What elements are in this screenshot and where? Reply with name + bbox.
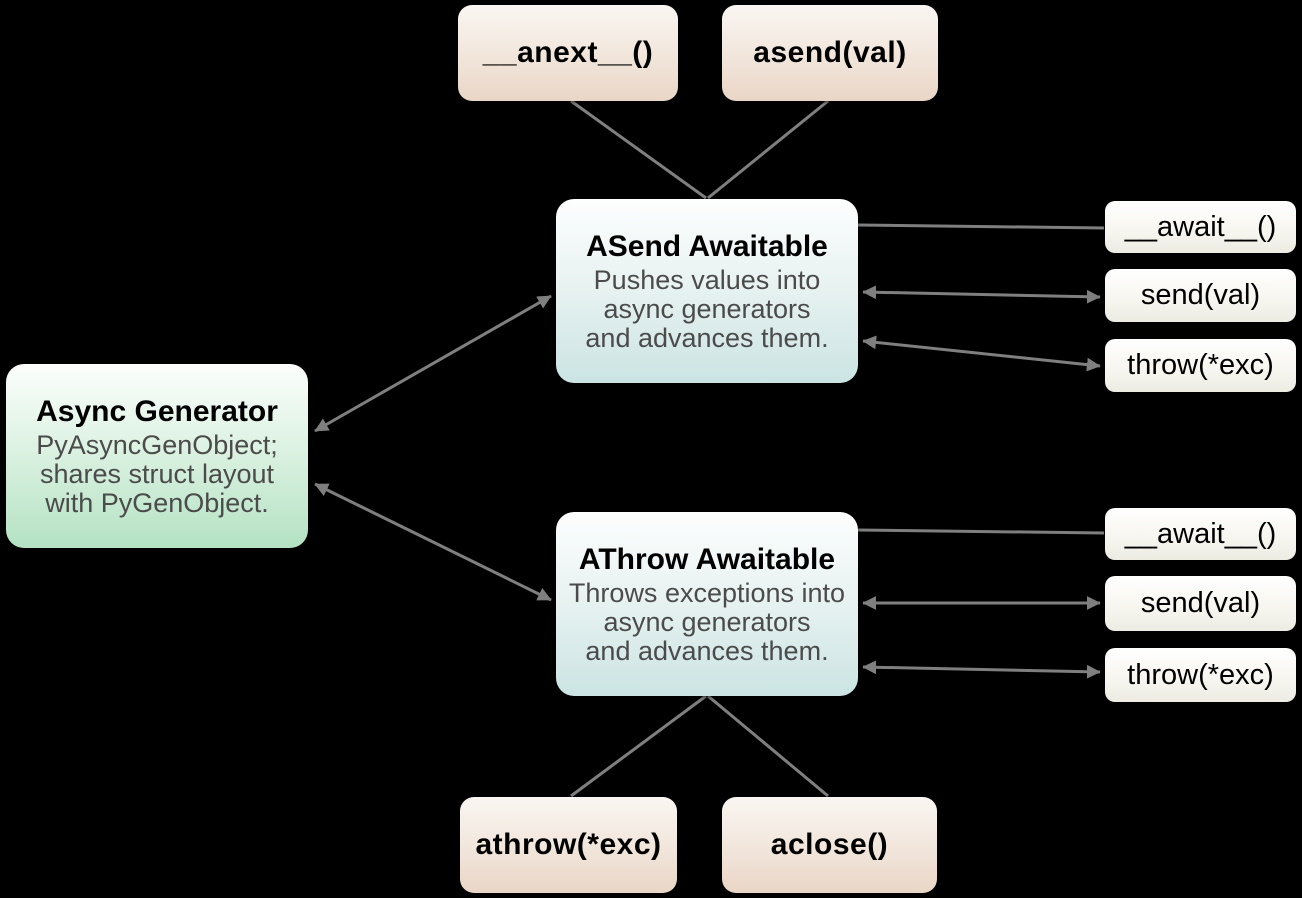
node-asend-send-method: send(val) xyxy=(1105,269,1296,322)
node-anext-method: __anext__() xyxy=(458,5,678,101)
asend-awaitable-desc-line2: async generators xyxy=(603,293,811,324)
athrow-awaitable-title: AThrow Awaitable xyxy=(578,542,836,576)
athrow-awaitable-desc-line3: and advances them. xyxy=(585,635,829,666)
asend-send-label: send(val) xyxy=(1140,279,1261,311)
athrow-awaitable-desc-line1: Throws exceptions into xyxy=(568,577,846,608)
asend-awaitable-desc-line1: Pushes values into xyxy=(593,264,821,295)
connector-asendval-to-asend-awaitable xyxy=(707,99,829,200)
connector-asyncgen-athrow-awaitable xyxy=(314,482,552,602)
node-async-generator: Async Generator PyAsyncGenObject; shares… xyxy=(6,364,308,548)
aclose-method-label: aclose() xyxy=(770,828,889,861)
node-athrow-send-method: send(val) xyxy=(1105,576,1296,631)
async-generator-desc-line1: PyAsyncGenObject; xyxy=(36,429,278,460)
athrow-await-label: __await__() xyxy=(1124,517,1277,550)
node-aclose-method: aclose() xyxy=(722,797,937,893)
asend-awaitable-title: ASend Awaitable xyxy=(586,229,828,263)
node-athrow-awaitable: AThrow Awaitable Throws exceptions into … xyxy=(556,512,858,696)
node-asend-method: asend(val) xyxy=(722,5,938,101)
athrow-awaitable-desc-line2: async generators xyxy=(603,606,811,637)
async-generator-desc-line2: shares struct layout xyxy=(39,458,275,489)
connector-athrow-awaitable-to-await xyxy=(857,528,1105,535)
connector-athrow-awaitable-to-athrow xyxy=(570,694,707,798)
connector-athrow-awaitable-to-aclose xyxy=(707,694,829,798)
node-asend-throw-method: throw(*exc) xyxy=(1105,339,1296,392)
connector-asend-awaitable-to-await xyxy=(857,223,1105,230)
athrow-throw-label: throw(*exc) xyxy=(1127,658,1274,691)
asend-await-label: __await__() xyxy=(1124,210,1277,243)
node-athrow-await-method: __await__() xyxy=(1105,508,1296,560)
asend-throw-label: throw(*exc) xyxy=(1127,349,1274,381)
connector-asyncgen-asend-awaitable xyxy=(314,294,552,433)
connector-asend-awaitable-throw xyxy=(862,335,1101,372)
async-generator-title: Async Generator xyxy=(36,394,278,428)
node-athrow-throw-method: throw(*exc) xyxy=(1105,648,1296,702)
node-athrow-method: athrow(*exc) xyxy=(460,797,677,893)
asend-method-label: asend(val) xyxy=(753,36,907,69)
node-asend-await-method: __await__() xyxy=(1105,201,1296,253)
connector-anext-to-asend-awaitable xyxy=(570,99,707,200)
anext-method-label: __anext__() xyxy=(482,36,654,69)
node-asend-awaitable: ASend Awaitable Pushes values into async… xyxy=(556,199,858,383)
athrow-method-label: athrow(*exc) xyxy=(475,828,662,861)
athrow-send-label: send(val) xyxy=(1140,587,1261,619)
async-generator-desc-line3: with PyGenObject. xyxy=(45,487,269,518)
asend-awaitable-desc-line3: and advances them. xyxy=(585,322,829,353)
connector-asend-awaitable-send xyxy=(862,285,1101,304)
connector-athrow-awaitable-throw xyxy=(862,660,1101,679)
